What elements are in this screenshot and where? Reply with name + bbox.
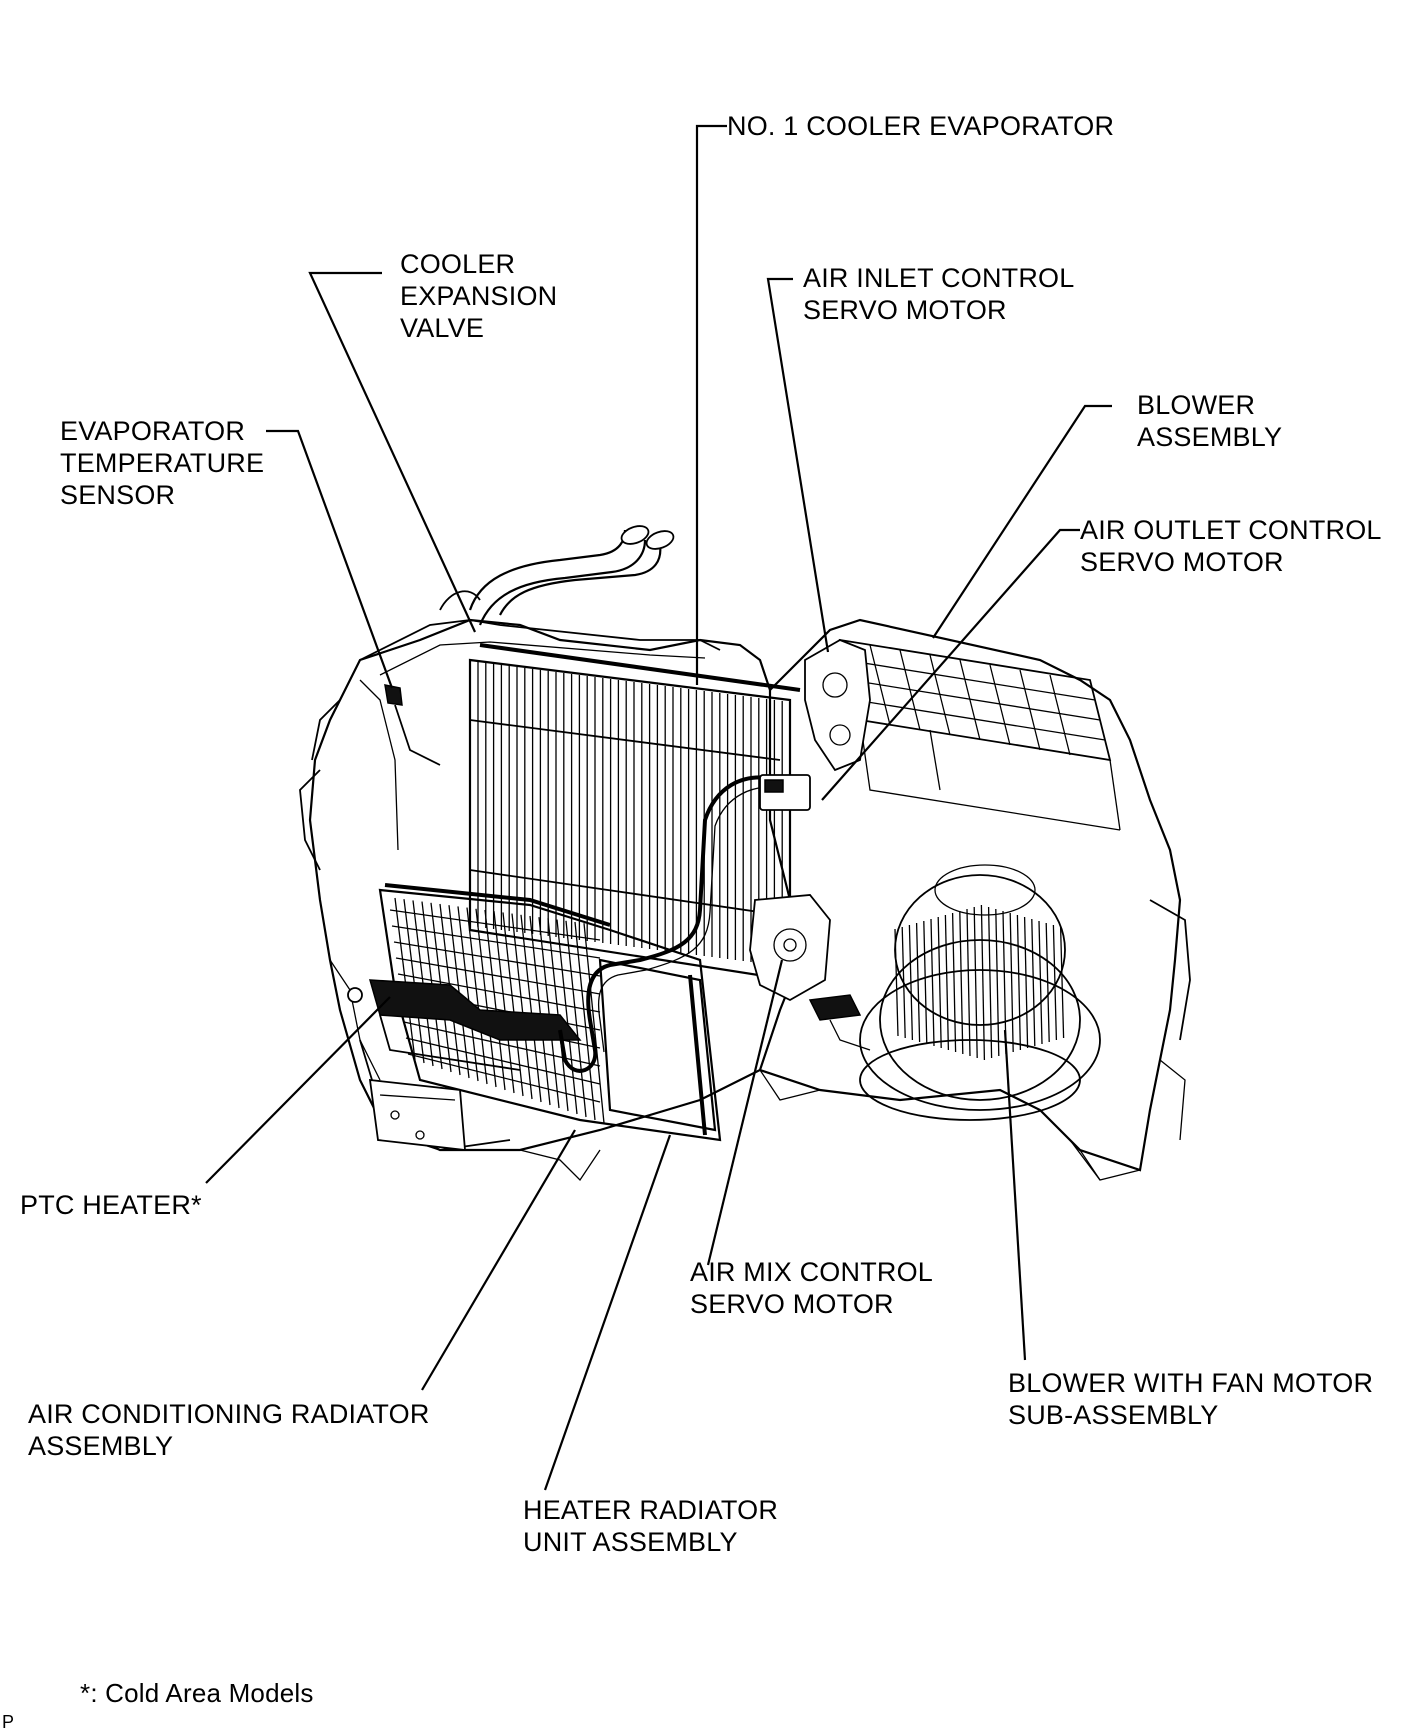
corner-code: P [2,1712,15,1732]
label-cooler-expansion-valve: COOLER EXPANSION VALVE [400,249,558,343]
blower-fan [859,864,1101,1121]
label-evaporator-temperature-sensor: EVAPORATOR TEMPERATURE SENSOR [60,416,265,510]
evaporator-core [468,643,801,982]
label-ptc-heater: PTC HEATER* [20,1190,202,1220]
lower-case [359,1039,1101,1182]
hvac-housing [299,525,1191,1181]
label-air-outlet-control-servo-motor: AIR OUTLET CONTROL SERVO MOTOR [1080,515,1382,577]
leader-lines [205,124,1112,1491]
label-air-mix-control-servo-motor: AIR MIX CONTROL SERVO MOTOR [690,1257,934,1319]
refrigerant-pipe [558,775,791,1073]
ptc-heater-part [347,979,582,1071]
footnote: *: Cold Area Models [80,1678,314,1708]
label-heater-radiator-unit-assembly: HEATER RADIATOR UNIT ASSEMBLY [523,1495,779,1557]
label-air-conditioning-radiator-assembly: AIR CONDITIONING RADIATOR ASSEMBLY [28,1399,430,1461]
label-blower-assembly: BLOWER ASSEMBLY [1137,390,1283,452]
label-no1-cooler-evaporator: NO. 1 COOLER EVAPORATOR [727,111,1115,141]
servo-motors [384,639,871,1051]
label-blower-with-fan-motor-sub-assembly: BLOWER WITH FAN MOTOR SUB-ASSEMBLY [1008,1368,1374,1430]
label-air-inlet-control-servo-motor: AIR INLET CONTROL SERVO MOTOR [803,263,1075,325]
